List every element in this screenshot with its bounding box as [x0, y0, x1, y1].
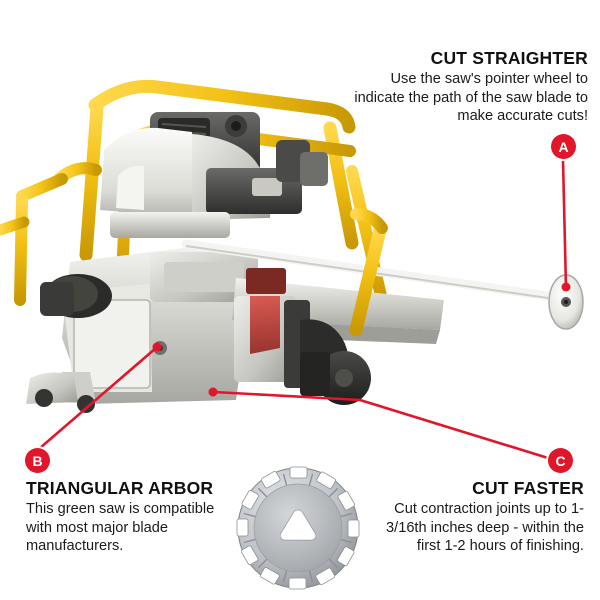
front-handle	[349, 208, 388, 337]
callout-a: CUT STRAIGHTER Use the saw's pointer whe…	[352, 48, 588, 125]
callout-marker-c[interactable]: C	[548, 448, 573, 473]
triangular-arbor-icon	[279, 509, 317, 541]
callout-a-title: CUT STRAIGHTER	[430, 48, 588, 68]
callout-a-body: Use the saw's pointer wheel to indicate …	[354, 71, 588, 124]
saw-blade-illustration	[236, 466, 360, 590]
callout-b: TRIANGULAR ARBOR This green saw is compa…	[26, 478, 241, 555]
callout-b-title: TRIANGULAR ARBOR	[26, 478, 214, 498]
callout-c-body: Cut contraction joints up to 1-3/16th in…	[386, 501, 584, 554]
engine-assembly	[100, 112, 328, 238]
callout-c-title: CUT FASTER	[472, 478, 584, 498]
callout-marker-b[interactable]: B	[25, 448, 50, 473]
callout-marker-a[interactable]: A	[551, 134, 576, 159]
callout-c: CUT FASTER Cut contraction joints up to …	[370, 478, 584, 555]
callout-b-body: This green saw is compatible with most m…	[26, 501, 215, 554]
